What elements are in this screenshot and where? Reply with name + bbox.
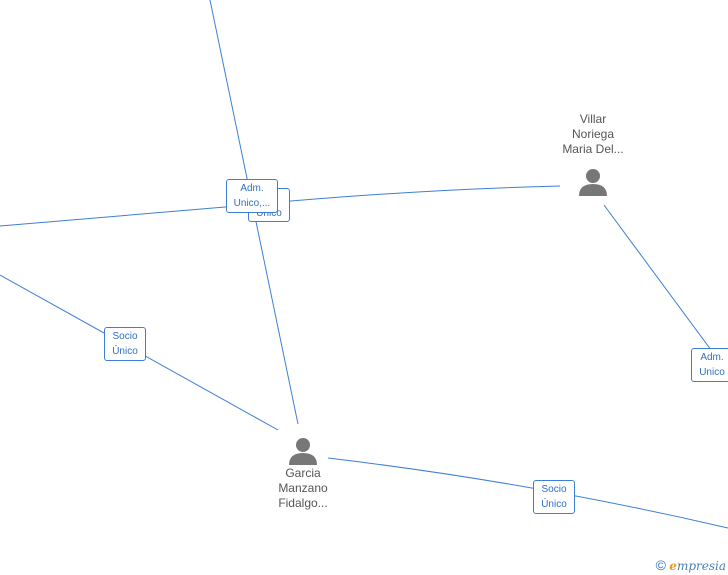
edge-label-text: Unico [699, 367, 725, 378]
person-name-line: Garcia [285, 466, 321, 480]
edge-label-text: Adm. [240, 183, 264, 194]
edge-label-text: Único [256, 208, 282, 219]
edge-garcia-to-right [327, 457, 728, 529]
empresia-watermark: © empresia [656, 557, 726, 573]
edge-label-socio-unico-left[interactable]: Socio Único [104, 327, 146, 361]
copyright-icon: © [655, 557, 666, 573]
person-icon [579, 169, 607, 196]
brand-rest: mpresia [676, 559, 726, 573]
edge-label-text: Único [541, 499, 567, 510]
person-node-garcia[interactable]: Garcia Manzano Fidalgo... [258, 436, 348, 511]
edge-label-socio-unico-bottom[interactable]: Socio Único [533, 480, 575, 514]
brand-initial: e [669, 559, 677, 573]
person-name-line: Noriega [571, 127, 615, 141]
person-node-villar[interactable]: Villar Noriega Maria Del... [548, 112, 638, 197]
edge-label-adm-unico-top[interactable]: Adm. Unico,... [226, 179, 278, 213]
person-name-line: Maria Del... [562, 142, 624, 156]
edge-villar-to-right [603, 204, 728, 374]
person-icon [289, 438, 317, 465]
edge-label-adm-unico-right[interactable]: Adm. Unico [691, 348, 728, 382]
edge-label-text: Único [112, 346, 138, 357]
edge-label-text: Socio [112, 331, 138, 342]
person-name-line: Manzano [278, 481, 328, 495]
edge-label-text: Adm. [700, 352, 724, 363]
person-name-line: Villar [579, 112, 607, 126]
edge-label-text: Unico,... [233, 198, 271, 209]
edge-label-text: Socio [541, 484, 567, 495]
person-name-line: Fidalgo... [278, 496, 328, 510]
